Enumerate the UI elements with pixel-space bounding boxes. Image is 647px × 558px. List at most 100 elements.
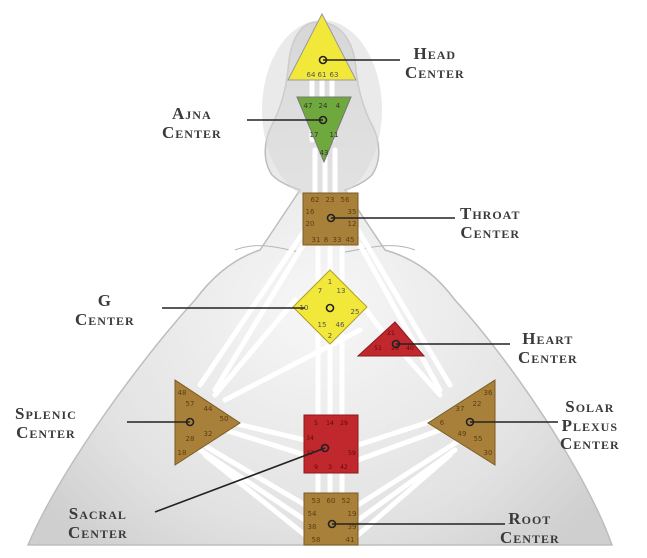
gate-label: 62	[311, 196, 320, 204]
throat-center-label: Throat Center	[460, 204, 521, 242]
label-line: Center	[460, 222, 521, 242]
gate-label: 41	[346, 536, 355, 544]
label-line: Head	[413, 44, 457, 63]
label-line: Center	[518, 347, 578, 367]
gate-label: 37	[456, 405, 465, 413]
gate-label: 48	[178, 389, 187, 397]
label-line: Center	[75, 309, 135, 329]
gate-label: 6	[440, 419, 445, 427]
label-line: Plexus	[561, 415, 619, 435]
gate-label: 30	[484, 449, 493, 457]
gate-label: 15	[318, 321, 327, 329]
heart-center-label: Heart Center	[518, 329, 578, 367]
root-center-label: Root Center	[500, 509, 560, 547]
gate-label: 49	[458, 430, 467, 438]
head-center-shape	[287, 12, 357, 81]
gate-label: 25	[351, 308, 360, 316]
gate-label: 18	[178, 449, 187, 457]
gate-label: 21	[387, 330, 395, 337]
gate-label: 47	[304, 102, 313, 110]
label-line: Center	[560, 434, 620, 454]
gate-label: 20	[306, 220, 315, 228]
gate-label: 28	[186, 435, 195, 443]
gate-label: 26	[391, 345, 399, 352]
gate-label: 24	[319, 102, 328, 110]
throat-center-shape	[302, 192, 359, 246]
gate-label: 61	[318, 71, 327, 79]
label-line: Throat	[460, 204, 521, 223]
label-line: Solar	[565, 397, 615, 416]
gate-label: 52	[342, 497, 351, 505]
gate-label: 32	[204, 430, 213, 438]
gate-label: 39	[348, 523, 357, 531]
leader-lines	[127, 59, 558, 525]
gate-label: 22	[473, 400, 482, 408]
label-line: Center	[68, 522, 128, 542]
label-line: Splenic	[15, 404, 77, 423]
gate-label: 54	[308, 510, 317, 518]
gate-label: 36	[484, 389, 493, 397]
head-center-label: Head Center	[405, 44, 465, 82]
gate-label: 60	[327, 497, 336, 505]
gate-label: 12	[348, 220, 357, 228]
gate-label: 58	[312, 536, 321, 544]
label-line: Heart	[522, 329, 574, 348]
heart-center-shape	[356, 321, 426, 357]
gate-label: 13	[337, 287, 346, 295]
label-line: Root	[508, 509, 552, 528]
gate-label: 57	[186, 400, 195, 408]
gate-label: 50	[220, 415, 229, 423]
leader-dots	[185, 55, 475, 529]
sacral-center-label: Sacral Center	[68, 504, 128, 542]
gate-label: 59	[348, 450, 356, 457]
root-center-shape	[303, 492, 359, 546]
gate-label: 3	[328, 464, 332, 471]
label-line: Ajna	[172, 104, 212, 123]
gate-label: 46	[336, 321, 345, 329]
label-line: Sacral	[68, 504, 127, 523]
gate-label: 44	[204, 405, 213, 413]
label-line: Center	[162, 122, 222, 142]
label-line: G	[97, 291, 112, 310]
gate-label: 14	[326, 420, 334, 427]
gate-label: 33	[333, 236, 342, 244]
label-line: Center	[500, 527, 560, 547]
solar-plexus-center-label: Solar Plexus Center	[560, 397, 620, 454]
gate-label: 55	[474, 435, 483, 443]
gate-label: 34	[306, 435, 314, 442]
gate-label: 8	[324, 236, 328, 244]
shoulder-curve	[344, 245, 416, 253]
gate-label: 2	[328, 332, 332, 340]
gate-label: 40	[406, 345, 414, 352]
gate-label: 7	[318, 287, 322, 295]
label-line: Center	[405, 62, 465, 82]
ajna-center-label: Ajna Center	[162, 104, 222, 142]
gate-label: 29	[340, 420, 348, 427]
gate-label: 42	[340, 464, 348, 471]
gate-label: 38	[308, 523, 317, 531]
gate-label: 9	[314, 464, 318, 471]
gate-label: 51	[374, 345, 382, 352]
shoulder-curve	[234, 245, 301, 253]
ajna-center-shape	[296, 96, 352, 164]
gate-label: 4	[336, 102, 341, 110]
gate-label: 11	[330, 131, 339, 139]
gate-label: 56	[341, 196, 350, 204]
g-center-label: G Center	[75, 291, 135, 329]
gate-label: 5	[314, 420, 318, 427]
gate-label: 53	[312, 497, 321, 505]
splenic-center-label: Splenic Center	[15, 404, 77, 442]
label-line: Center	[16, 422, 76, 442]
gate-label: 43	[320, 149, 329, 157]
g-center-shape	[292, 269, 368, 345]
gate-label: 19	[348, 510, 357, 518]
sacral-center-shape	[303, 414, 359, 474]
gate-label: 63	[330, 71, 339, 79]
gate-label: 23	[326, 196, 335, 204]
gate-label: 45	[346, 236, 355, 244]
gate-label: 1	[328, 278, 332, 286]
gate-label: 17	[310, 131, 319, 139]
gate-label: 31	[312, 236, 321, 244]
gate-label: 16	[306, 208, 315, 216]
